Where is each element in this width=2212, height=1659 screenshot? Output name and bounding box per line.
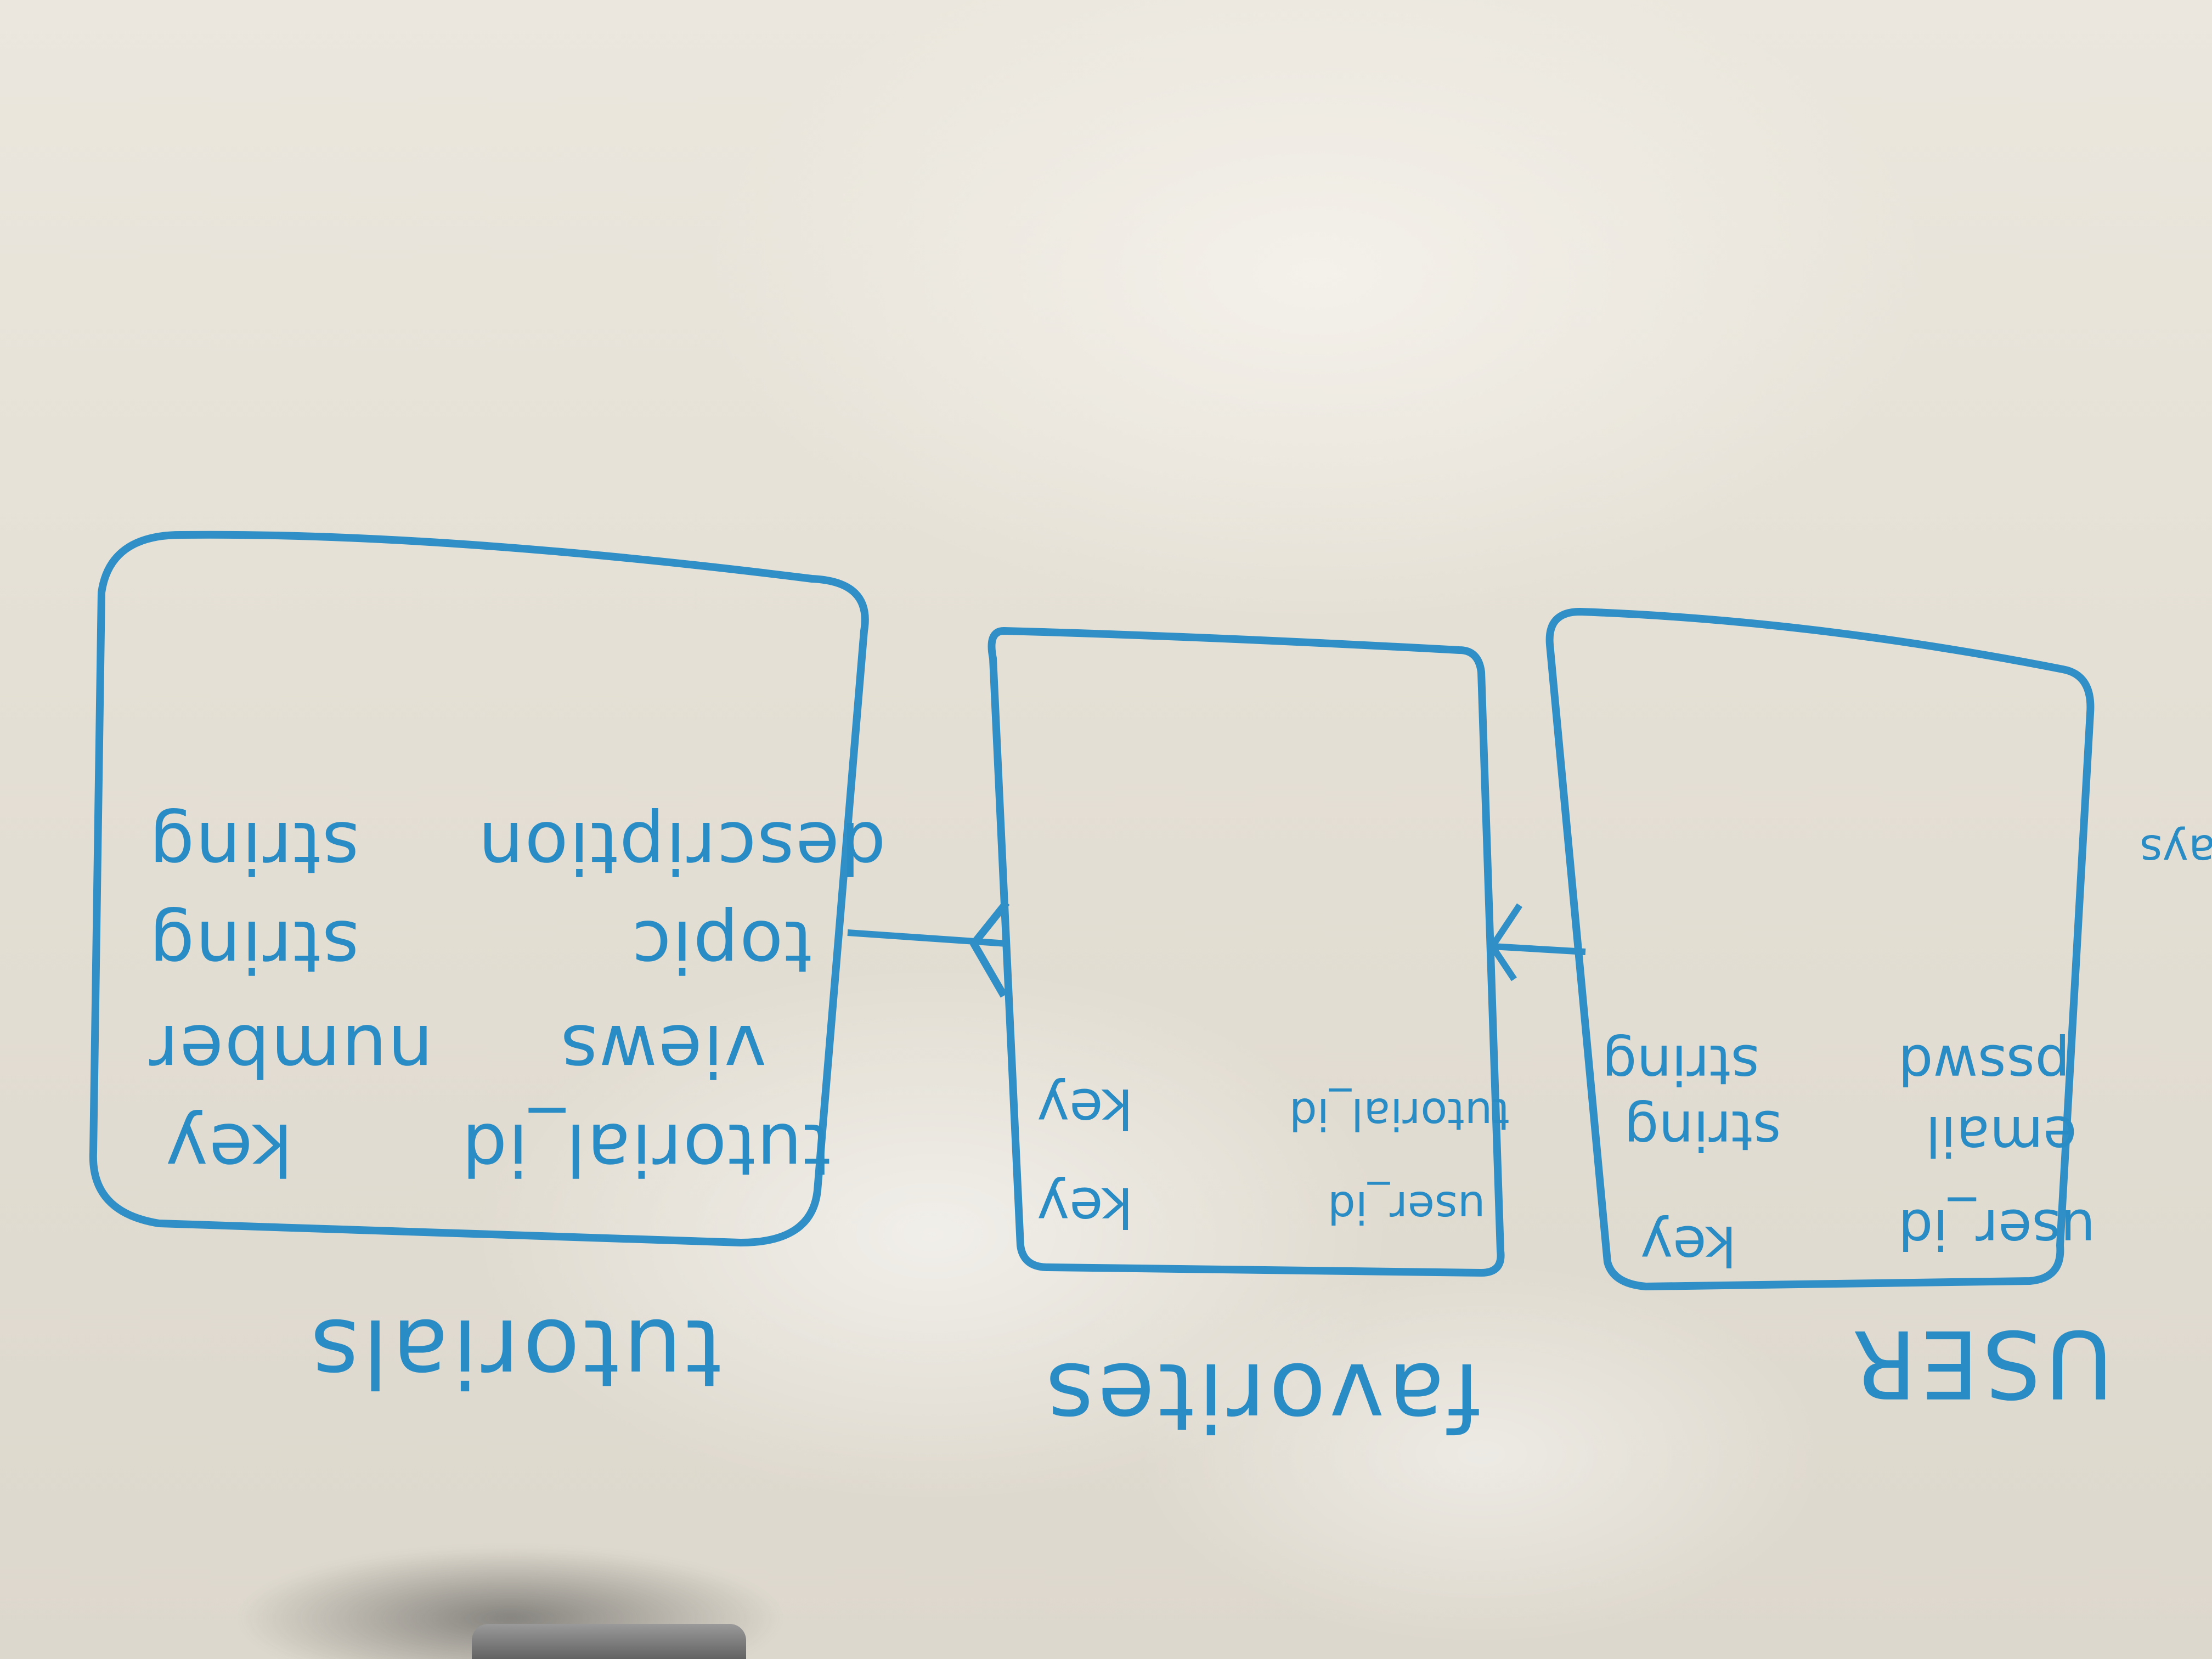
connector-favorites-user xyxy=(1492,943,1586,955)
user-field-1: user_id xyxy=(1898,1197,2096,1261)
edge-note: plays xyxy=(2140,825,2212,876)
tutorials-type-1: key xyxy=(165,1108,293,1191)
favorites-box xyxy=(988,627,1505,1277)
user-type-1: key xyxy=(1640,1214,1737,1278)
whiteboard-clip xyxy=(472,1624,746,1659)
user-type-2: string xyxy=(1624,1098,1782,1163)
tutorials-title: tutorials xyxy=(307,1298,723,1407)
favorites-type-1: key xyxy=(1037,1175,1133,1239)
tutorials-field-1: tutorial_id xyxy=(461,1108,831,1191)
tutorials-type-2: number xyxy=(148,1009,433,1092)
tutorials-field-4: description xyxy=(477,806,886,889)
user-type-3: string xyxy=(1602,1032,1760,1097)
favorites-type-2: key xyxy=(1037,1076,1133,1141)
crowsfoot-favorites-left xyxy=(970,900,1010,998)
tutorials-field-2: views xyxy=(560,1009,767,1092)
favorites-title: favorites xyxy=(1042,1342,1481,1451)
tutorials-type-3: string xyxy=(148,905,360,988)
user-title: USER xyxy=(1849,1309,2113,1418)
favorites-field-2: tutorial_id xyxy=(1289,1088,1510,1139)
crowsfoot-favorites-right xyxy=(1489,903,1522,981)
user-field-2: email xyxy=(1926,1104,2077,1168)
tutorials-box xyxy=(89,531,869,1246)
user-box xyxy=(1545,608,2095,1290)
favorites-field-1: user_id xyxy=(1328,1182,1486,1233)
connector-tutorials-favorites xyxy=(847,929,1007,947)
user-field-3: psswd xyxy=(1898,1032,2070,1097)
tutorials-field-3: topic xyxy=(631,905,812,988)
tutorials-type-4: string xyxy=(148,806,360,889)
